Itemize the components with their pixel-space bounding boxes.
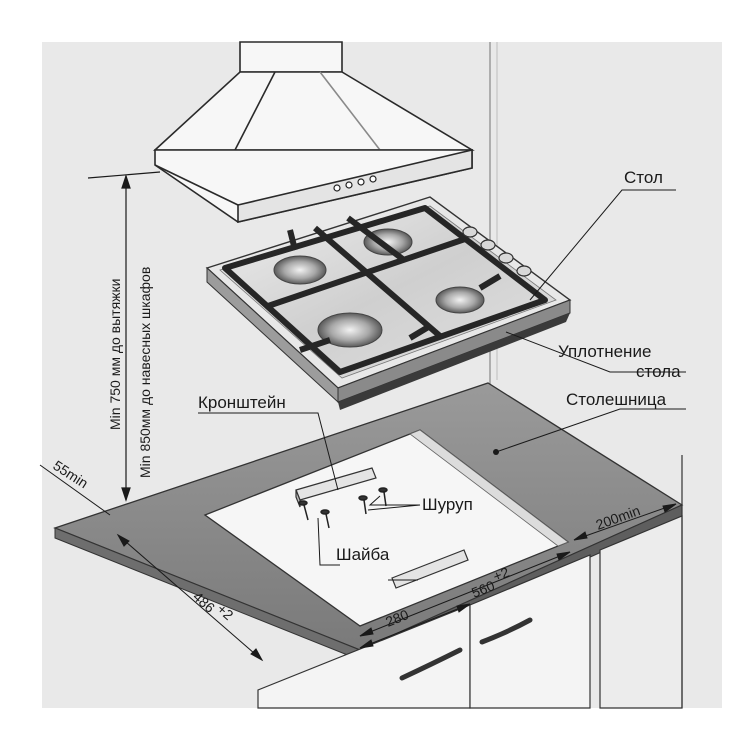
label-seal-line2: стола	[636, 362, 681, 381]
range-hood	[152, 41, 475, 224]
label-bracket: Кронштейн	[198, 393, 286, 412]
label-countertop: Столешница	[566, 390, 667, 409]
hood-control-buttons	[333, 175, 377, 192]
cabinet-handle-right	[479, 617, 533, 645]
burners	[273, 228, 485, 348]
base-cabinets	[257, 455, 683, 709]
height-dimension	[87, 171, 161, 502]
label-seal-line1: Уплотнение	[558, 342, 651, 361]
hob-grates	[222, 205, 548, 375]
label-washer: Шайба	[336, 545, 390, 564]
hob-seal	[338, 313, 570, 410]
cabinet-min-distance-label: Min 850мм до навесных шкафов	[137, 267, 153, 478]
control-knobs	[462, 226, 532, 277]
cutout-opening	[203, 429, 570, 627]
label-screw: Шуруп	[422, 495, 473, 514]
hood-min-distance-label: Min 750 мм до вытяжки	[107, 279, 123, 430]
screws-and-washers	[298, 487, 388, 529]
dimension-lines	[39, 464, 677, 662]
dimension-width-tolerance: +2	[491, 564, 512, 585]
cabinet-handle-left	[399, 647, 463, 681]
label-table: Стол	[624, 168, 663, 187]
leader-lines	[198, 189, 686, 581]
countertop-leader-dot	[493, 449, 499, 455]
